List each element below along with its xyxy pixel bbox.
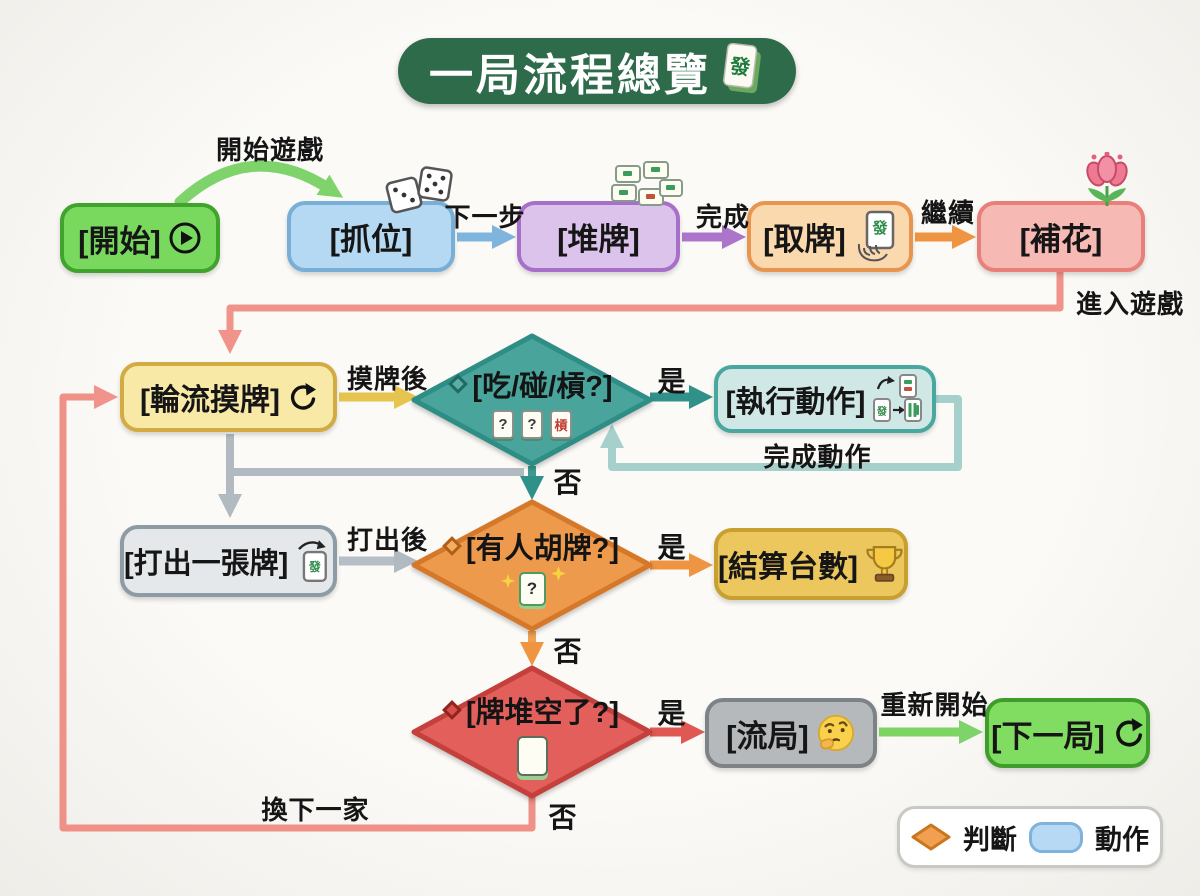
edge-label-win-no: 否: [553, 636, 583, 667]
svg-text:發: 發: [308, 560, 321, 574]
node-draw-game-label: [流局]: [726, 718, 809, 754]
question-tile-icon: ?: [521, 410, 543, 439]
decision-chi-peng-gang-label: [吃/碰/槓?]: [472, 371, 613, 403]
question-tile-icon: ?: [492, 410, 514, 439]
chi-peng-gang-tiles: ? ? 槓: [492, 410, 572, 439]
decision-wall-empty: [牌堆空了?]: [414, 678, 650, 786]
node-build-wall: [堆牌]: [517, 201, 680, 272]
decision-chi-peng-gang-row: [吃/碰/槓?]: [448, 363, 613, 405]
dice-icon: [385, 166, 453, 214]
discard-tile-icon: 發: [298, 540, 328, 583]
node-score-settlement-label: [結算台數]: [718, 551, 858, 584]
node-draw-game: [流局]: [705, 698, 877, 768]
edge-label-after-discard: 打出後: [346, 525, 428, 555]
node-replace-flowers-label: [補花]: [1019, 222, 1103, 257]
decision-wall-empty-label: [牌堆空了?]: [465, 696, 620, 729]
edge-start-to-seat-draw: [174, 160, 344, 208]
edge-enter-game: [218, 272, 1064, 354]
tile-wall-icon: [611, 161, 683, 206]
blank-tile-icon: [516, 735, 548, 776]
sparkle-icon: [550, 565, 566, 581]
svg-text:發: 發: [876, 405, 887, 418]
edge-label-win-yes: 是: [657, 532, 687, 563]
node-take-tiles-label: [取牌]: [763, 222, 846, 257]
edge-label-empty-no: 否: [548, 802, 578, 833]
sparkle-icon: [500, 573, 515, 588]
node-build-wall-label: [堆牌]: [557, 222, 640, 257]
decision-diamond-bullet: [442, 699, 462, 720]
decision-chi-peng-gang: [吃/碰/槓?] ? ? 槓: [414, 348, 650, 454]
edge-label-action-no: 否: [553, 467, 583, 498]
edge-label-next-player: 換下一家: [261, 795, 370, 825]
node-draw-in-turn: [輪流摸牌]: [120, 362, 337, 432]
restart-loop-icon: [1116, 718, 1143, 747]
node-replace-flowers: [補花]: [977, 201, 1145, 272]
edge-label-keep-going: 繼續: [920, 198, 975, 228]
edge-label-action-yes: 是: [657, 366, 687, 397]
decision-diamond-bullet: [442, 535, 462, 556]
mahjong-tile-icon: 發: [723, 43, 761, 94]
hand-tile-icon: 發: [857, 210, 895, 261]
node-start: [開始]: [60, 203, 220, 273]
decision-chi-peng-gang-shape: [411, 333, 653, 467]
node-discard-tile-label: [打出一張牌]: [124, 548, 289, 580]
decision-someone-wins: [有人胡牌?] ?: [414, 513, 650, 617]
legend-action-icon: [1029, 821, 1083, 853]
legend-decision-icon: [911, 823, 951, 851]
edge-label-complete: 完成: [695, 202, 750, 232]
node-execute-action: [執行動作] 發: [714, 365, 936, 433]
node-draw-in-turn-label: [輪流摸牌]: [140, 384, 280, 417]
edge-label-next-step: 下一步: [444, 202, 526, 232]
trophy-icon: [866, 546, 903, 582]
edge-label-empty-yes: 是: [657, 698, 687, 729]
edge-label-enter-game: 進入遊戲: [1075, 289, 1184, 319]
node-discard-tile: [打出一張牌] 發: [120, 525, 337, 597]
edge-label-after-draw: 摸牌後: [346, 364, 428, 394]
empty-tile-row: [516, 735, 548, 776]
node-execute-action-label: [執行動作]: [725, 386, 866, 419]
legend: 判斷 動作: [897, 806, 1163, 868]
play-icon: [169, 222, 201, 254]
node-start-label: [開始]: [78, 223, 161, 259]
edge-label-finish-action: 完成動作: [763, 442, 872, 472]
page-title-text: 一局流程總覽: [429, 51, 711, 100]
node-next-round-label: [下一局]: [991, 718, 1105, 754]
gang-tile-icon: 槓: [550, 410, 572, 439]
edge-finish-action-loop: [600, 395, 962, 471]
decision-wall-empty-row: [牌堆空了?]: [442, 689, 620, 731]
thinking-face-icon: [817, 714, 854, 752]
win-question-tile-icon: ?: [518, 571, 546, 606]
loop-icon: [290, 383, 316, 410]
edge-label-start-game: 開始遊戲: [215, 135, 324, 165]
edge-next-player-loop: [59, 385, 536, 832]
decision-diamond-bullet: [448, 374, 469, 394]
action-tiles-icon: 發: [873, 374, 923, 422]
node-seat-draw: [抓位]: [287, 201, 455, 272]
node-seat-draw-label: [抓位]: [329, 222, 413, 257]
decision-someone-wins-row: [有人胡牌?]: [442, 525, 620, 567]
page-title: 一局流程總覽 發: [398, 38, 796, 104]
legend-action-label: 動作: [1095, 824, 1149, 855]
flower-icon: [1086, 152, 1128, 206]
legend-decision-label: 判斷: [963, 824, 1017, 855]
node-take-tiles: [取牌] 發: [747, 201, 913, 272]
decision-someone-wins-label: [有人胡牌?]: [465, 532, 620, 565]
node-score-settlement: [結算台數]: [714, 528, 908, 600]
node-next-round: [下一局]: [985, 698, 1150, 768]
edge-label-restart: 重新開始: [880, 690, 989, 720]
svg-text:發: 發: [871, 219, 888, 237]
svg-text:發: 發: [728, 53, 752, 79]
win-tile-row: ?: [500, 565, 566, 606]
